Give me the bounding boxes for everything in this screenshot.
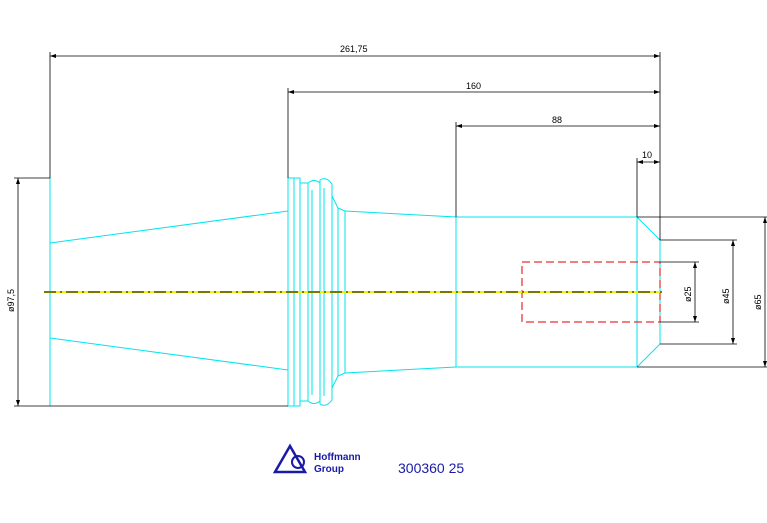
- logo-line1: Hoffmann: [314, 452, 361, 463]
- dim-overall-length: 261,75: [340, 44, 368, 54]
- dim-dia-outer: ø65: [753, 294, 763, 310]
- dim-dia-left: ø97,5: [6, 289, 16, 312]
- dim-length-88: 88: [552, 115, 562, 125]
- dimension-lines: [14, 52, 767, 407]
- dim-length-160: 160: [466, 81, 481, 91]
- logo-mark-icon: [272, 443, 308, 474]
- part-number: 300360 25: [398, 460, 465, 476]
- logo-line2: Group: [314, 464, 344, 475]
- hoffmann-group-logo: Hoffmann Group: [272, 443, 361, 475]
- arrowheads: [16, 54, 767, 406]
- dim-length-10: 10: [642, 150, 652, 160]
- dim-dia-mid: ø45: [721, 288, 731, 304]
- dim-dia-bore: ø25: [683, 286, 693, 302]
